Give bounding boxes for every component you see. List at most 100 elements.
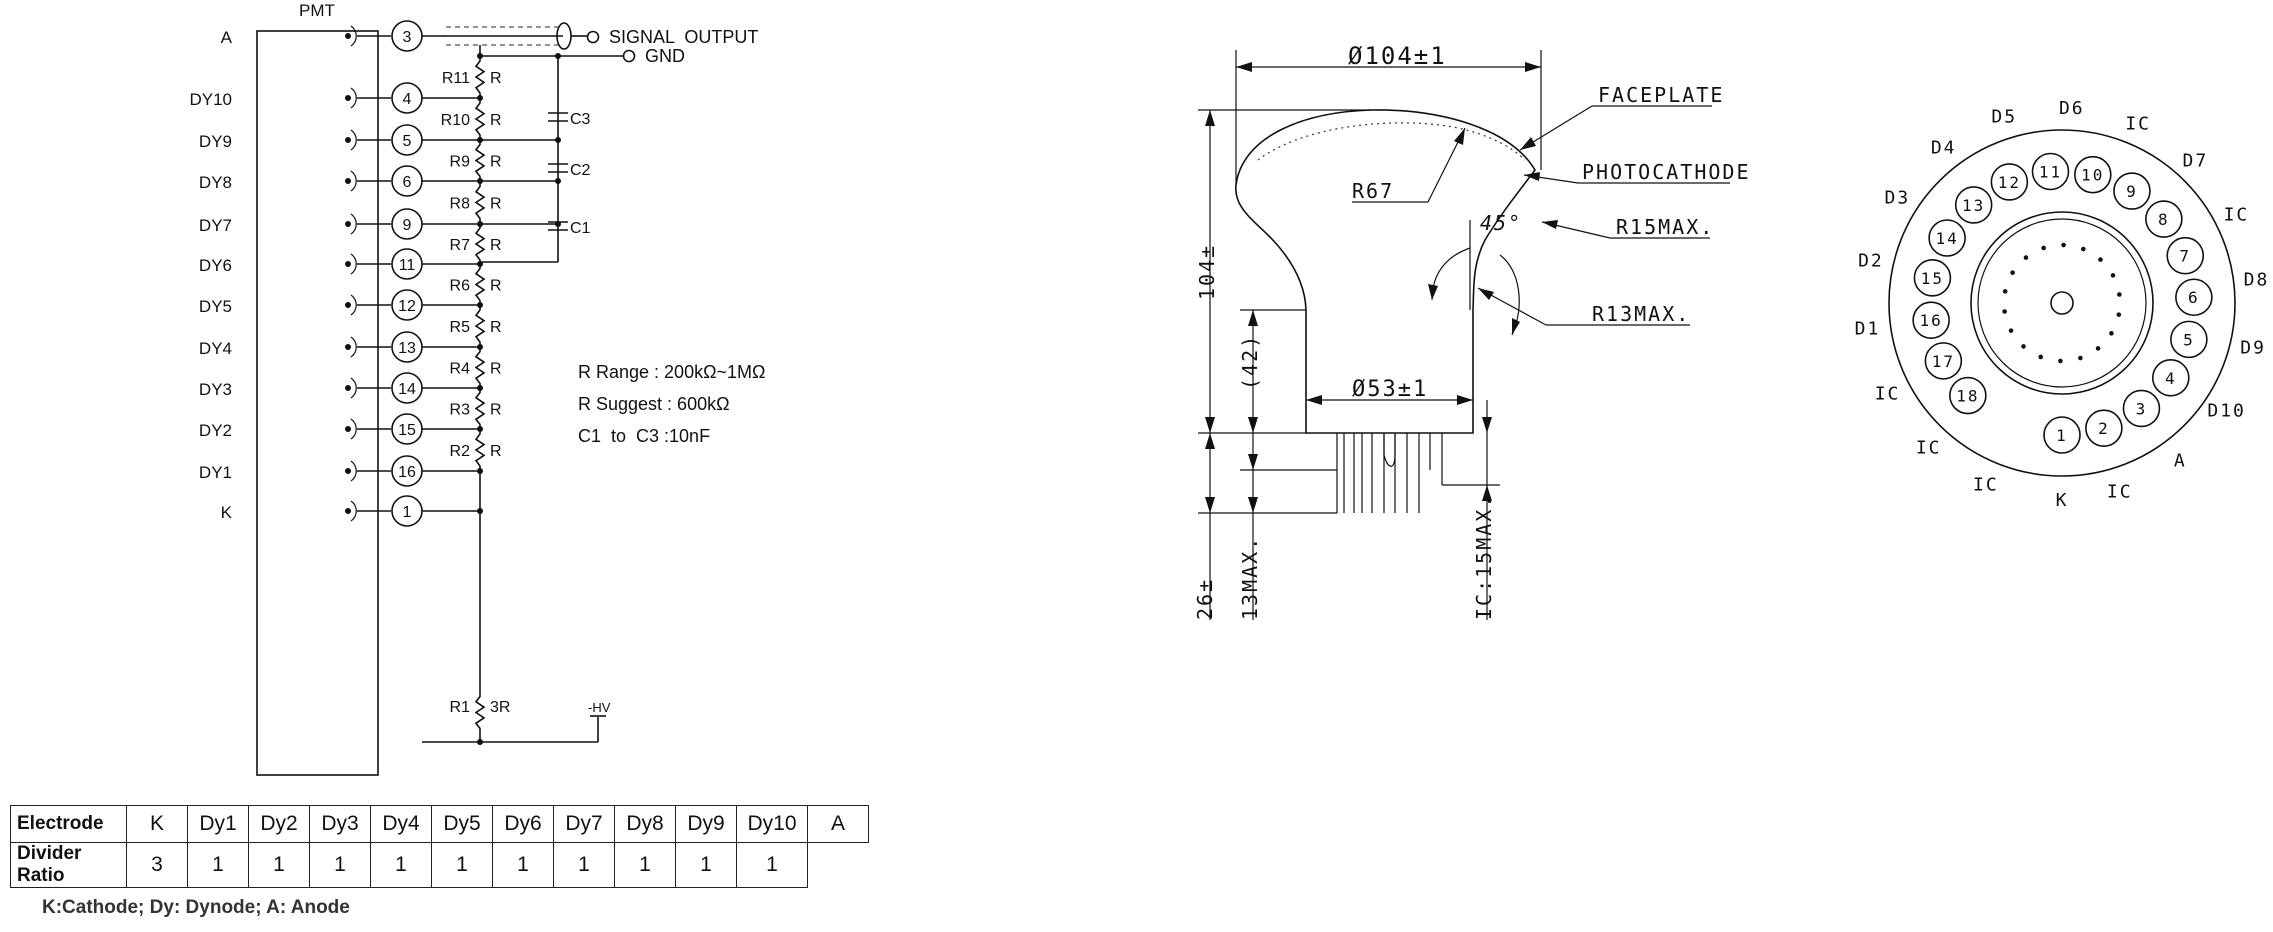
base-pin (2175, 278, 2213, 317)
base-pin-number: 18 (1956, 387, 1979, 406)
table-legend: K:Cathode; Dy: Dynode; A: Anode (42, 897, 350, 918)
arrow (1482, 417, 1492, 433)
ratio-cell: 1 (309, 842, 371, 888)
electrode-symbol (350, 460, 357, 482)
resistor-value: R (490, 319, 502, 336)
pin-number: 4 (403, 91, 412, 108)
arrow (1248, 497, 1258, 513)
dynode-dot (2116, 312, 2122, 317)
base-pin (2145, 200, 2183, 238)
dynode-dot (2038, 354, 2043, 360)
electrode-label: DY5 (199, 297, 232, 316)
dynode-dot (2109, 331, 2114, 336)
pin-number: 14 (398, 381, 416, 398)
electrode-symbol (350, 336, 357, 358)
base-pin-label: D6 (2059, 98, 2085, 119)
dynode-dot (2002, 309, 2007, 314)
note-r-range: R Range : 200kΩ~1MΩ (578, 362, 766, 382)
base-pin-label: IC (2125, 113, 2151, 134)
base-pin (2085, 409, 2123, 447)
angle-arc (1431, 247, 1471, 301)
electrode-header: Electrode (10, 805, 127, 843)
capacitor-label: C1 (570, 220, 591, 237)
dynode-dot (2117, 292, 2122, 297)
arrow (1205, 497, 1215, 513)
arrow (1520, 137, 1536, 150)
electrode-label: DY3 (199, 380, 232, 399)
dim-26: 26± (1193, 578, 1217, 620)
base-pin-number: 8 (2158, 210, 2170, 229)
base-pin-label: D8 (2244, 270, 2270, 291)
electrode-cell: K (126, 805, 188, 843)
note-r-suggest: R Suggest : 600kΩ (578, 394, 730, 414)
dim-height: 104± (1195, 244, 1219, 300)
arrow (1248, 417, 1258, 433)
label-r13-max: R13MAX. (1592, 302, 1690, 326)
resistor-name: R8 (450, 196, 471, 213)
electrode-label: DY6 (199, 256, 232, 275)
base-pin-number: 4 (2165, 369, 2177, 388)
arrow (1454, 128, 1465, 145)
base-pin-number: 10 (2081, 166, 2104, 185)
ratio-cell: 1 (431, 842, 493, 888)
base-pin-label: D1 (1855, 318, 1881, 339)
resistor-symbol (474, 695, 486, 730)
electrode-node (345, 385, 351, 391)
base-pin (1913, 259, 1952, 297)
base-pin (2151, 358, 2190, 397)
resistor-name: R10 (441, 112, 470, 129)
base-pin-label: IC (2107, 481, 2133, 502)
dim-ic-15-max: IC:15MAX. (1472, 494, 1496, 620)
arrow (1248, 310, 1258, 326)
base-pin (2170, 320, 2208, 359)
electrode-cell: Dy1 (187, 805, 249, 843)
electrode-symbol (350, 294, 357, 316)
pin-number: 12 (398, 298, 416, 315)
dynode-dot (2002, 289, 2008, 294)
electrode-cell: Dy4 (370, 805, 432, 843)
arrow (1478, 288, 1494, 300)
arrow (1306, 395, 1322, 405)
dynode-dot (2058, 358, 2063, 364)
resistor-symbol (474, 56, 486, 98)
resistor-symbol (474, 264, 486, 305)
base-pin-label: D2 (1858, 250, 1884, 271)
base-pin (2166, 236, 2205, 275)
resistor-value: R (490, 70, 502, 87)
base-pin (2113, 172, 2151, 210)
electrode-symbol (350, 25, 357, 47)
base-pins (1336, 433, 1443, 513)
base-pin (2043, 416, 2081, 454)
base-pin-number: 2 (2098, 419, 2110, 438)
base-pin-label: IC (1875, 383, 1901, 404)
arrow (1205, 433, 1215, 449)
dim-13-max: 13MAX. (1238, 536, 1262, 620)
base-pin-number: 17 (1932, 352, 1955, 371)
electrode-cell: Dy2 (248, 805, 310, 843)
resistor-value: 3R (490, 699, 510, 716)
electrode-label: DY2 (199, 421, 232, 440)
resistor-value: R (490, 402, 502, 419)
electrode-node (345, 178, 351, 184)
electrode-label: A (221, 28, 233, 47)
electrode-node (345, 261, 351, 267)
pin-number: 5 (403, 133, 412, 150)
electrode-node (345, 137, 351, 143)
electrode-symbol (350, 500, 357, 522)
electrode-node (345, 95, 351, 101)
base-pin-label: D5 (1991, 107, 2017, 128)
arrow (1205, 417, 1215, 433)
resistor-symbol (474, 305, 486, 347)
electrode-symbol (350, 170, 357, 192)
dynode-dot (2021, 344, 2026, 349)
base-pin-label: IC (1916, 438, 1942, 459)
base-center-key (2050, 291, 2074, 315)
electrode-node (345, 508, 351, 514)
ratio-cell: 3 (126, 842, 188, 888)
resistor-name: R5 (450, 319, 471, 336)
